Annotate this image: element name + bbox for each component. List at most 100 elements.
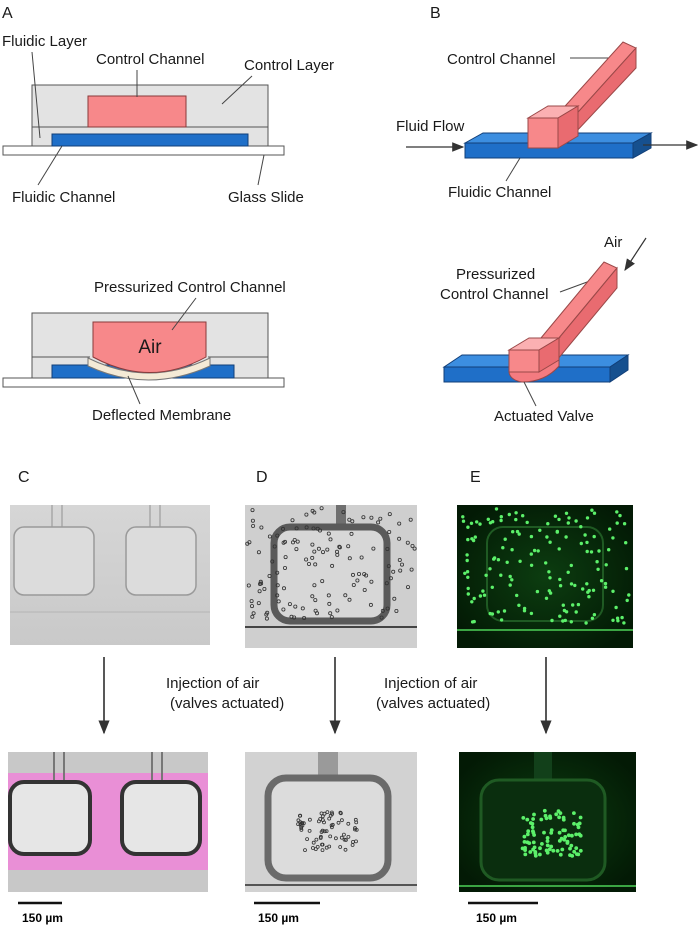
- particle: [398, 568, 403, 573]
- micrograph-e-open: [457, 505, 633, 648]
- particle: [569, 563, 573, 568]
- particle: [311, 526, 316, 531]
- micrograph-d-open: [245, 505, 417, 648]
- particle: [592, 534, 596, 539]
- particle: [549, 831, 554, 835]
- particle: [603, 585, 608, 589]
- particle: [517, 532, 521, 536]
- particle: [320, 579, 325, 584]
- particle: [577, 832, 582, 837]
- particle: [525, 817, 530, 822]
- micrograph-e-actuated: [459, 752, 636, 892]
- particle: [275, 570, 280, 575]
- particle: [574, 519, 578, 523]
- particle: [346, 544, 351, 549]
- leader-line: [505, 157, 521, 182]
- particle: [503, 537, 507, 541]
- control-inlet: [318, 752, 338, 780]
- particle: [349, 531, 354, 536]
- particle: [578, 815, 583, 820]
- particle: [544, 816, 549, 821]
- particle: [611, 618, 615, 622]
- particle: [620, 615, 624, 620]
- particle: [490, 585, 494, 589]
- particle: [299, 821, 304, 825]
- particle: [547, 847, 552, 852]
- particle: [510, 578, 514, 582]
- particle: [538, 528, 542, 532]
- particle: [299, 828, 304, 832]
- particle: [293, 604, 298, 609]
- particle: [328, 813, 333, 818]
- particle: [555, 530, 559, 534]
- particle: [295, 539, 300, 544]
- particle: [566, 521, 570, 525]
- control-channel-label: Control Channel: [96, 51, 204, 68]
- fluidic-channel-shape: [51, 133, 249, 147]
- particle: [615, 616, 620, 620]
- particle: [548, 576, 552, 580]
- particle: [355, 578, 360, 583]
- fluidic-slab-side: [632, 132, 652, 159]
- particle: [385, 606, 390, 611]
- particle: [351, 840, 355, 844]
- particle: [531, 829, 535, 833]
- particle: [546, 522, 550, 526]
- particle: [525, 832, 530, 837]
- particle: [281, 607, 286, 612]
- valve-chamber: [479, 778, 607, 882]
- particle: [356, 572, 361, 577]
- particle: [564, 511, 569, 515]
- control-inlet-lines: [51, 505, 161, 528]
- particle: [585, 540, 589, 545]
- panel-a-letter: A: [2, 5, 13, 22]
- particle: [615, 521, 619, 525]
- particle: [294, 547, 299, 552]
- particle: [567, 516, 571, 520]
- particle: [547, 589, 551, 593]
- particle: [568, 853, 572, 857]
- particle: [325, 547, 330, 552]
- particle: [557, 830, 562, 835]
- particle: [259, 525, 264, 530]
- particle: [371, 546, 376, 551]
- particle: [611, 536, 615, 540]
- pressurized-channel-label: Pressurized Control Channel: [94, 279, 286, 296]
- particle: [310, 594, 315, 599]
- particle: [566, 833, 571, 838]
- particle: [482, 593, 487, 597]
- particle: [264, 612, 269, 617]
- cross-section-pressurized: Air Pressurized Control Channel Deflecte…: [2, 279, 286, 424]
- particle: [528, 850, 533, 854]
- particle: [330, 563, 335, 568]
- particle: [571, 603, 575, 607]
- particle: [573, 583, 577, 588]
- particle: [581, 587, 585, 591]
- particle: [335, 552, 340, 557]
- particle: [385, 547, 390, 552]
- particle: [466, 586, 470, 591]
- particle: [376, 520, 381, 525]
- particle: [249, 599, 254, 604]
- particle: [350, 572, 355, 577]
- particle: [499, 518, 503, 523]
- particle: [515, 529, 520, 534]
- particle: [275, 533, 280, 538]
- particle: [306, 562, 311, 567]
- particle: [585, 516, 590, 520]
- particle: [320, 848, 325, 852]
- particle: [272, 544, 277, 549]
- particle: [470, 537, 474, 541]
- particle: [622, 621, 626, 625]
- particle: [545, 535, 549, 539]
- particle: [532, 548, 537, 553]
- particle: [551, 848, 556, 853]
- particle: [545, 839, 550, 843]
- particle: [320, 842, 325, 847]
- particle: [522, 840, 527, 844]
- panel-c: C 150 µm: [8, 469, 210, 925]
- particle: [391, 569, 396, 574]
- air-label: Air: [604, 234, 622, 251]
- particle: [553, 514, 558, 518]
- particle: [564, 610, 569, 614]
